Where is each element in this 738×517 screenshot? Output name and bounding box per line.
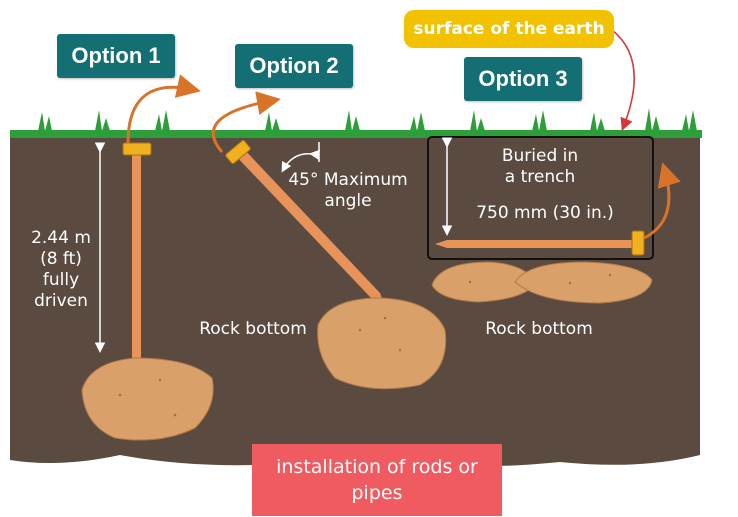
- trench-label-line2: a trench: [504, 167, 576, 187]
- option2-rod: [233, 147, 380, 299]
- rock-bottom-label-middle: Rock bottom: [199, 319, 307, 339]
- trench-label: Buried in a trench: [480, 146, 600, 188]
- rock-option3-right: [514, 261, 653, 304]
- option1-ground-wire: [126, 74, 201, 144]
- option2-tag: Option 2: [235, 44, 353, 88]
- angle-label-line1: 45° Maximum: [283, 170, 413, 191]
- option2-label: Option 2: [249, 53, 339, 78]
- depth-label: 2.44 m (8 ft) fully driven: [26, 228, 96, 312]
- angle-label: 45° Maximum angle: [283, 170, 413, 212]
- option2-ground-wire: [211, 91, 281, 153]
- angle-label-line2: angle: [324, 191, 372, 211]
- option1-clamp: [122, 142, 152, 156]
- depth-label-line4: driven: [34, 291, 88, 311]
- rock-option2: [317, 297, 447, 390]
- depth-label-line3: fully: [42, 270, 80, 290]
- depth-label-line2: (8 ft): [40, 249, 82, 269]
- option2-clamp: [225, 140, 251, 164]
- trench-box: [427, 136, 654, 260]
- grass-tufts: [38, 108, 697, 131]
- surface-callout-label: surface of the earth: [413, 19, 605, 39]
- caption-line2: pipes: [351, 482, 403, 504]
- ground-surface-line: [10, 130, 702, 138]
- surface-callout: surface of the earth: [404, 10, 614, 48]
- angle-value: 45°: [288, 170, 319, 190]
- angle-arc-arrow: [281, 149, 321, 173]
- trench-label-line1: Buried in: [501, 146, 579, 166]
- caption-box: installation of rods or pipes: [252, 444, 502, 516]
- option1-label: Option 1: [71, 43, 161, 68]
- angle-text1: Maximum: [323, 170, 408, 190]
- option3-tag: Option 3: [464, 57, 582, 101]
- rock-texture-dots: [118, 273, 612, 417]
- option1-tag: Option 1: [57, 34, 175, 78]
- depth-label-line1: 2.44 m: [31, 228, 91, 248]
- option3-ground-wire: [643, 162, 681, 240]
- option3-rod: [447, 240, 635, 248]
- option3-rod-tip: [435, 240, 447, 248]
- trench-depth-label: 750 mm (30 in.): [476, 203, 614, 223]
- option3-clamp: [631, 230, 645, 256]
- option1-rod: [132, 152, 141, 357]
- rock-bottom-label-right: Rock bottom: [485, 319, 593, 339]
- surface-pointer-arrow: [611, 29, 635, 131]
- option3-label: Option 3: [478, 66, 568, 91]
- rock-option1: [81, 357, 214, 441]
- caption-line1: installation of rods or: [276, 456, 478, 478]
